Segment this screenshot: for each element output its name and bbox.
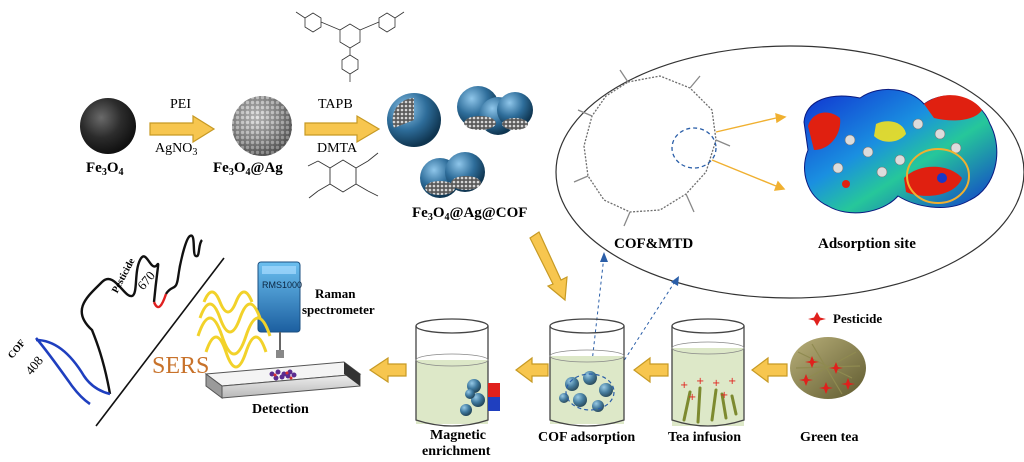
fe3o4agcof-particles [387, 86, 533, 198]
svg-text:+: + [680, 380, 688, 391]
svg-text:+: + [696, 376, 704, 387]
step1-bottom-label: AgNO3 [155, 141, 197, 158]
beaker-cof-adsorption [549, 318, 625, 427]
fe3o4ag-sub1: 3 [228, 167, 234, 178]
fe3o4-mid: O [106, 160, 119, 176]
agno3-base: AgNO [155, 141, 193, 156]
fe3o4-sub1: 3 [101, 167, 107, 178]
fe3o4ag-sub2: 4 [245, 167, 251, 178]
beaker-tea-infusion: ++ ++ ++ [671, 318, 745, 427]
adsorption-site-label: Adsorption site [818, 236, 916, 252]
fe3o4-sub2: 4 [118, 167, 124, 178]
svg-text:+: + [688, 392, 696, 403]
fe3o4ag-particle [232, 96, 292, 156]
fe3o4-label: Fe3O4 [86, 160, 124, 178]
step2-bottom-label: DMTA [317, 141, 358, 156]
spectrum-curve-black [80, 234, 203, 395]
svg-text:+: + [728, 376, 736, 387]
dmta-molecule-structure [307, 152, 379, 199]
arrow-step2 [304, 114, 381, 144]
fe3o4agcof-tail: @Ag@COF [449, 205, 528, 221]
process-arrows [368, 356, 788, 384]
svg-text:+: + [712, 378, 720, 389]
step1-top-label: PEI [170, 97, 191, 112]
raman-label-line1: Raman [315, 286, 356, 301]
electrostatic-potential-map [803, 88, 998, 214]
green-tea-label: Green tea [800, 430, 859, 445]
cof-mtd-label: COF&MTD [614, 236, 694, 252]
fe3o4agcof-label: Fe3O4@Ag@COF [412, 205, 527, 223]
spectrum-axis [95, 257, 225, 427]
arrow-synthesis-to-adsorption [529, 231, 568, 302]
fe3o4-particle [80, 98, 136, 154]
instrument-label: RMS1000 [262, 280, 303, 290]
arrow-step1 [149, 114, 216, 144]
fe3o4ag-mid: O [233, 160, 246, 176]
fe3o4agcof-base: Fe [412, 205, 428, 221]
beaker-magnetic-enrichment [415, 318, 489, 427]
mtd-binding-highlight [671, 127, 717, 169]
fe3o4ag-base: Fe [213, 160, 229, 176]
fe3o4agcof-mid: O [432, 205, 445, 221]
zoom-lines [711, 112, 787, 191]
raman-spectrometer [257, 261, 301, 358]
fe3o4agcof-sub1: 3 [427, 212, 433, 223]
step2-top-label: TAPB [318, 97, 353, 112]
spectrum-peak-670 [152, 293, 168, 309]
magnetic-label-line1: Magnetic [430, 428, 486, 443]
agno3-sub: 3 [192, 147, 198, 158]
inset-pointer-heads [600, 252, 679, 286]
raman-label-line2: spectrometer [302, 302, 375, 317]
magnetic-label-line2: enrichment [422, 444, 491, 459]
sers-label: SERS [152, 353, 210, 379]
fe3o4ag-label: Fe3O4@Ag [213, 160, 283, 178]
tea-infusion-label: Tea infusion [668, 430, 742, 445]
detection-label: Detection [252, 402, 309, 417]
cof-adsorption-label: COF adsorption [538, 430, 636, 445]
svg-text:+: + [720, 390, 728, 401]
fe3o4ag-tail: @Ag [250, 160, 283, 176]
cof-framework-structure [573, 69, 731, 227]
fe3o4agcof-sub2: 4 [444, 212, 450, 223]
fe3o4-base: Fe [86, 160, 102, 176]
detection-plate [204, 361, 362, 399]
green-tea-leaves [790, 337, 866, 399]
tapb-molecule-structure [295, 11, 405, 82]
magnet-icon [488, 383, 500, 411]
pesticide-legend-label: Pesticide [833, 311, 883, 326]
pesticide-star-legend [808, 312, 826, 326]
laser-waves [196, 290, 272, 369]
spectrum-curve-blue [35, 337, 111, 406]
